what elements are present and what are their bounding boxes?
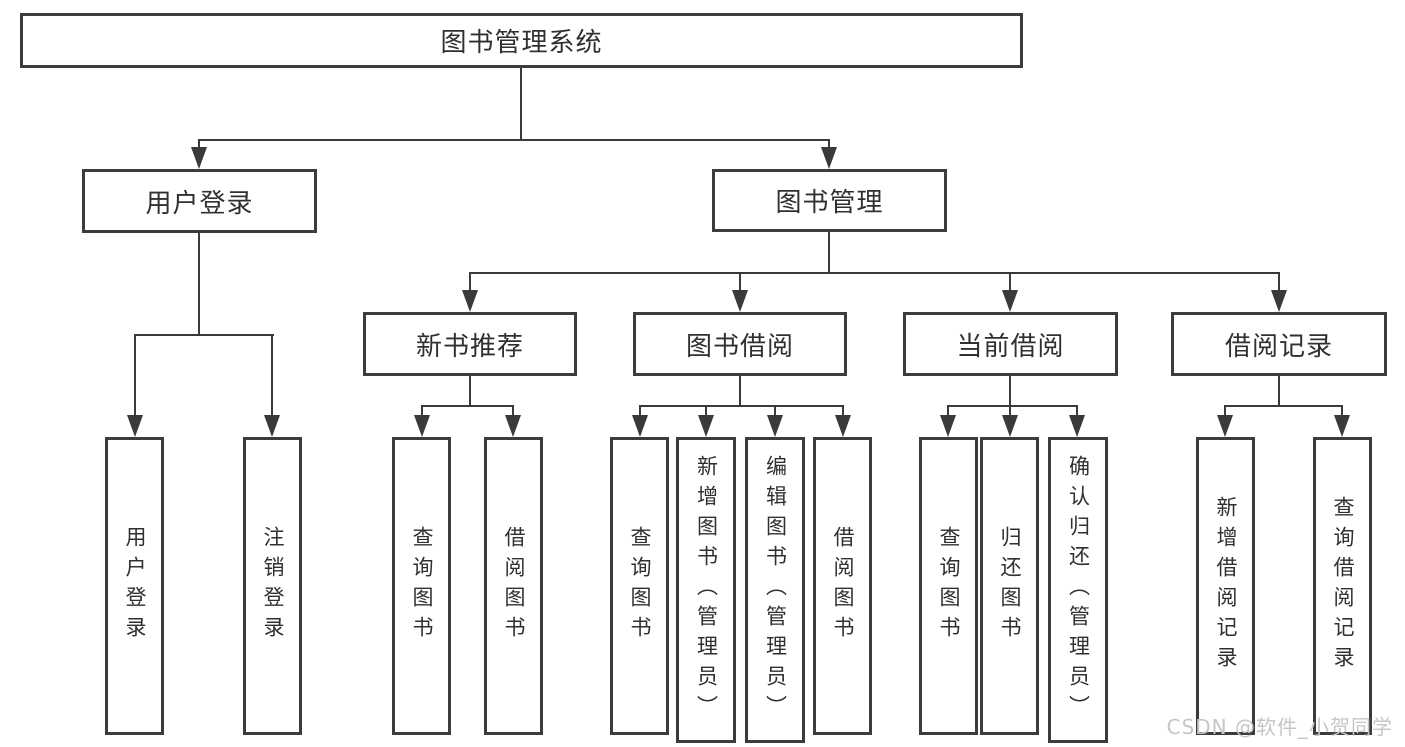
arrow-to-current-borrow <box>1002 290 1018 312</box>
node-label: 当前借阅 <box>956 331 1065 362</box>
leaf-label: 借阅图书 <box>831 526 856 646</box>
arrow-to-leaf-query-books-2 <box>632 415 648 437</box>
connector-book-management-stem <box>828 232 830 274</box>
connector-book-management-crossbar <box>469 272 1280 274</box>
connector-stem-l6 <box>705 405 707 416</box>
arrow-to-leaf-edit-book-admin <box>767 415 783 437</box>
connector-user-login-stem <box>198 233 200 335</box>
leaf-query-books-3: 查询图书 <box>919 437 978 735</box>
leaf-label: 编辑图书（管理员） <box>763 455 788 725</box>
csdn-watermark: CSDN @软件_小贺同学 <box>1166 715 1393 739</box>
leaf-borrow-books-2: 借阅图书 <box>813 437 872 735</box>
arrow-to-leaf-borrow-books-2 <box>835 415 851 437</box>
connector-root-crossbar <box>198 139 830 141</box>
arrow-to-leaf-add-borrow-record <box>1217 415 1233 437</box>
leaf-label: 新增借阅记录 <box>1214 496 1239 676</box>
leaf-logout: 注销登录 <box>243 437 302 735</box>
arrow-to-leaf-query-books-3 <box>940 415 956 437</box>
connector-stem-current-borrow <box>1009 272 1011 291</box>
arrow-to-leaf-logout <box>264 415 280 437</box>
node-current-borrow: 当前借阅 <box>903 312 1118 376</box>
connector-borrow-records-stem <box>1278 376 1280 407</box>
connector-stem-book-management <box>828 139 830 149</box>
leaf-label: 查询图书 <box>410 526 435 646</box>
connector-user-login-crossbar <box>134 334 274 336</box>
connector-stem-l9 <box>947 405 949 416</box>
arrow-to-book-management <box>821 147 837 169</box>
leaf-label: 查询图书 <box>937 526 962 646</box>
node-label: 图书借阅 <box>685 331 794 362</box>
leaf-label: 查询图书 <box>628 526 653 646</box>
connector-stem-l11 <box>1076 405 1078 416</box>
leaf-add-book-admin: 新增图书（管理员） <box>676 437 736 743</box>
node-user-login: 用户登录 <box>82 169 317 233</box>
connector-stem-l5 <box>639 405 641 416</box>
connector-current-borrow-crossbar <box>947 405 1078 407</box>
node-new-book-recommend: 新书推荐 <box>363 312 577 376</box>
leaf-user-login: 用户登录 <box>105 437 164 735</box>
node-label: 新书推荐 <box>415 331 524 362</box>
arrow-to-user-login <box>191 147 207 169</box>
connector-stem-l3 <box>421 405 423 416</box>
leaf-label: 借阅图书 <box>502 526 527 646</box>
arrow-to-leaf-confirm-return-admin <box>1069 415 1085 437</box>
leaf-add-borrow-record: 新增借阅记录 <box>1196 437 1255 735</box>
arrow-to-borrow-records <box>1271 290 1287 312</box>
connector-borrow-records-crossbar <box>1224 405 1342 407</box>
leaf-label: 新增图书（管理员） <box>694 455 719 725</box>
leaf-return-book: 归还图书 <box>980 437 1039 735</box>
connector-stem-l12 <box>1224 405 1226 416</box>
leaf-query-books-1: 查询图书 <box>392 437 451 735</box>
connector-stem-leaf-user-login <box>134 334 136 416</box>
connector-book-borrow-crossbar <box>639 405 843 407</box>
connector-new-book-stem <box>469 376 471 407</box>
arrow-to-leaf-return-book <box>1002 415 1018 437</box>
node-book-borrow: 图书借阅 <box>633 312 847 376</box>
leaf-label: 注销登录 <box>261 526 286 646</box>
arrow-to-leaf-add-book-admin <box>698 415 714 437</box>
arrow-to-leaf-query-books-1 <box>414 415 430 437</box>
connector-stem-book-borrow <box>739 272 741 291</box>
node-root-library-management-system: 图书管理系统 <box>20 13 1023 68</box>
connector-current-borrow-stem <box>1009 376 1011 407</box>
connector-stem-borrow-records <box>1278 272 1280 291</box>
leaf-borrow-books-1: 借阅图书 <box>484 437 543 735</box>
leaf-query-books-2: 查询图书 <box>610 437 669 735</box>
connector-stem-l7 <box>774 405 776 416</box>
leaf-label: 确认归还（管理员） <box>1066 455 1091 725</box>
connector-stem-l4 <box>512 405 514 416</box>
arrow-to-book-borrow <box>732 290 748 312</box>
node-label: 用户登录 <box>145 188 254 219</box>
connector-stem-l10 <box>1009 405 1011 416</box>
connector-root-stem <box>520 68 522 140</box>
leaf-confirm-return-admin: 确认归还（管理员） <box>1048 437 1108 743</box>
connector-stem-l8 <box>842 405 844 416</box>
leaf-label: 归还图书 <box>998 526 1023 646</box>
arrow-to-leaf-query-borrow-record <box>1334 415 1350 437</box>
leaf-edit-book-admin: 编辑图书（管理员） <box>745 437 805 743</box>
node-label: 图书管理 <box>775 188 884 218</box>
leaf-label: 用户登录 <box>123 526 148 646</box>
leaf-label: 查询借阅记录 <box>1331 496 1356 676</box>
node-book-management: 图书管理 <box>712 169 947 232</box>
connector-book-borrow-stem <box>739 376 741 407</box>
node-label: 借阅记录 <box>1224 331 1333 362</box>
connector-stem-new-book <box>469 272 471 291</box>
connector-stem-user-login <box>198 139 200 149</box>
arrow-to-new-book-recommend <box>462 290 478 312</box>
leaf-query-borrow-record: 查询借阅记录 <box>1313 437 1372 735</box>
connector-new-book-crossbar <box>421 405 514 407</box>
arrow-to-leaf-user-login <box>127 415 143 437</box>
arrow-to-leaf-borrow-books-1 <box>505 415 521 437</box>
node-label: 图书管理系统 <box>440 28 603 58</box>
connector-stem-leaf-logout <box>271 334 273 416</box>
connector-stem-l13 <box>1341 405 1343 416</box>
node-borrow-records: 借阅记录 <box>1171 312 1387 376</box>
